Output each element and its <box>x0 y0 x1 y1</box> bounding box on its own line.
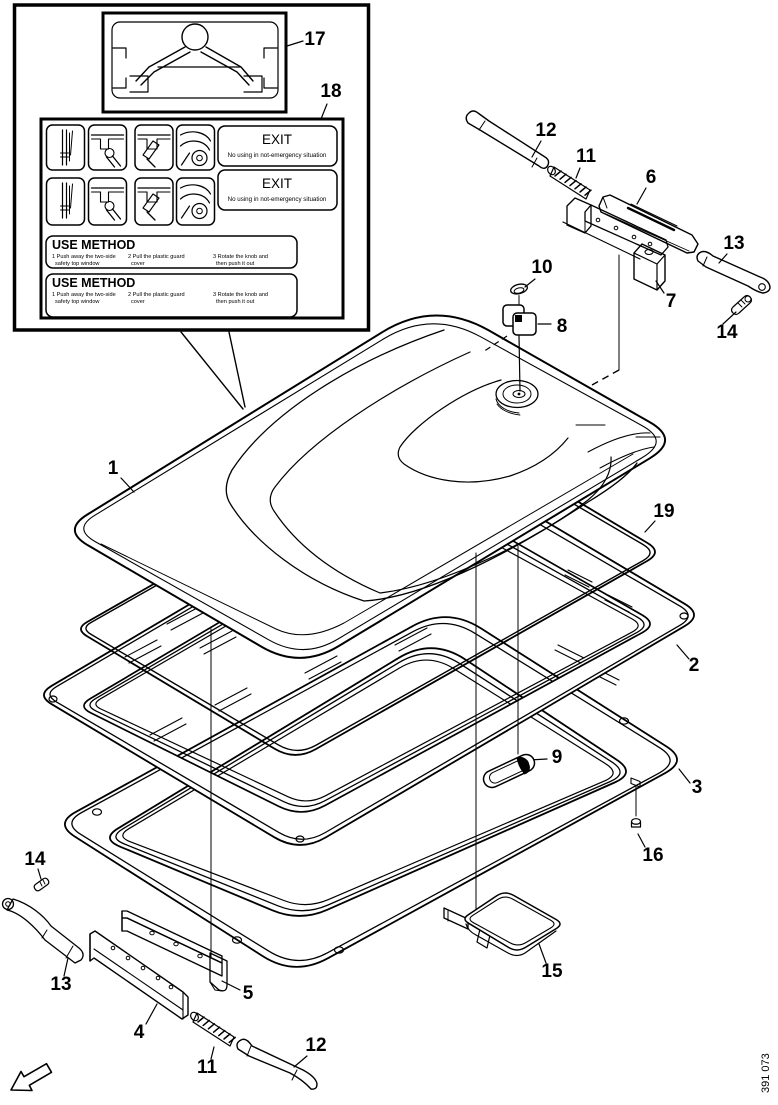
svg-text:then push it out: then push it out <box>216 261 255 267</box>
svg-text:3 Rotate the knob and: 3 Rotate the knob and <box>213 254 268 260</box>
svg-text:2 Pull the plastic guard: 2 Pull the plastic guard <box>128 292 185 298</box>
svg-text:10: 10 <box>531 257 552 278</box>
svg-text:5: 5 <box>243 983 254 1004</box>
svg-text:391 073: 391 073 <box>760 1053 772 1093</box>
svg-text:16: 16 <box>642 845 663 866</box>
svg-text:4: 4 <box>134 1022 145 1043</box>
svg-text:3 Rotate the knob and: 3 Rotate the knob and <box>213 292 268 298</box>
svg-text:2 Pull the plastic guard: 2 Pull the plastic guard <box>128 254 185 260</box>
svg-text:1 Push away the two-side: 1 Push away the two-side <box>52 292 116 298</box>
svg-text:cover: cover <box>131 299 145 305</box>
svg-text:14: 14 <box>716 322 738 343</box>
svg-text:3: 3 <box>692 777 703 798</box>
svg-text:7: 7 <box>666 291 677 312</box>
svg-text:17: 17 <box>304 29 325 50</box>
svg-text:6: 6 <box>646 167 657 188</box>
svg-text:1 Push away the two-side: 1 Push away the two-side <box>52 254 116 260</box>
svg-text:8: 8 <box>557 316 568 337</box>
svg-text:9: 9 <box>552 747 563 768</box>
svg-text:USE METHOD: USE METHOD <box>52 276 135 290</box>
svg-text:19: 19 <box>653 501 674 522</box>
svg-text:No using in not-emergency situ: No using in not-emergency situation <box>228 152 327 159</box>
svg-text:safety top window: safety top window <box>55 261 100 267</box>
svg-text:cover: cover <box>131 261 145 267</box>
svg-text:12: 12 <box>535 120 556 141</box>
svg-text:11: 11 <box>197 1057 218 1078</box>
svg-text:13: 13 <box>50 974 71 995</box>
svg-text:11: 11 <box>576 146 597 167</box>
svg-text:then push it out: then push it out <box>216 299 255 305</box>
svg-text:USE METHOD: USE METHOD <box>52 238 135 252</box>
svg-text:18: 18 <box>320 81 341 102</box>
svg-text:No using in not-emergency situ: No using in not-emergency situation <box>228 196 327 203</box>
svg-text:14: 14 <box>24 849 46 870</box>
svg-text:EXIT: EXIT <box>262 176 292 191</box>
svg-text:2: 2 <box>689 655 700 676</box>
svg-text:13: 13 <box>723 233 744 254</box>
svg-text:1: 1 <box>108 458 119 479</box>
svg-text:15: 15 <box>541 961 563 982</box>
svg-text:safety top window: safety top window <box>55 299 100 305</box>
svg-text:12: 12 <box>305 1035 326 1056</box>
svg-text:EXIT: EXIT <box>262 132 292 147</box>
